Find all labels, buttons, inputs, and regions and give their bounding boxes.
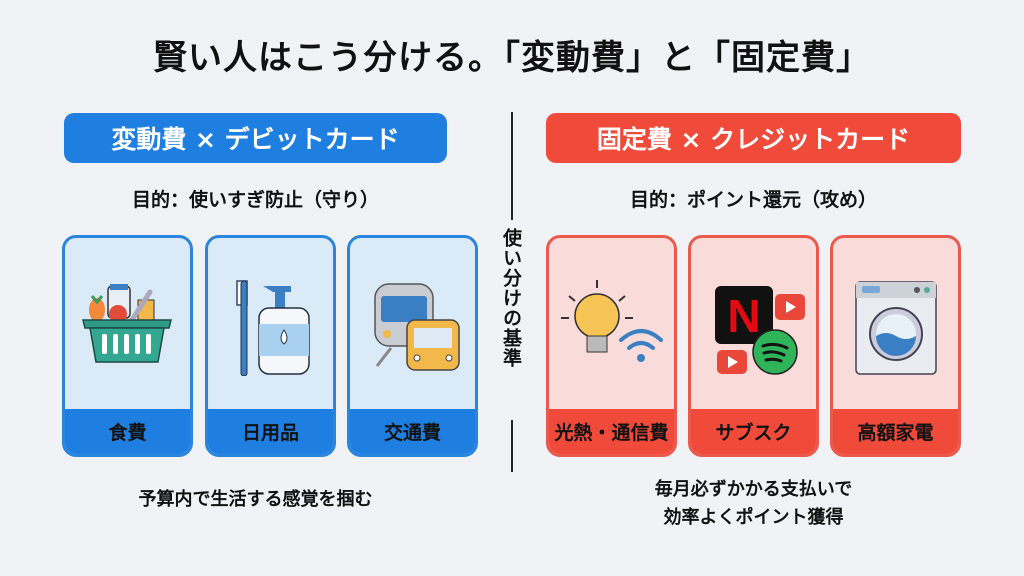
card-appliances: 高額家電 — [830, 235, 961, 457]
svg-text:N: N — [727, 290, 760, 342]
variable-cost-banner: 変動費 × デビットカード — [64, 113, 447, 163]
divider-line — [511, 420, 513, 472]
card-utilities: 光熱・通信費 — [546, 235, 677, 457]
right-note-line: 毎月必ずかかる支払いで — [654, 479, 853, 500]
right-note: 毎月必ずかかる支払いで 効率よくポイント獲得 — [546, 476, 961, 532]
card-label: サブスク — [691, 409, 816, 454]
card-label: 交通費 — [350, 409, 475, 454]
card-label: 日用品 — [208, 409, 333, 454]
card-label: 光熱・通信費 — [549, 409, 674, 454]
divider-label: 使い分けの基準 — [500, 228, 522, 368]
right-note-line: 効率よくポイント獲得 — [663, 507, 844, 528]
fixed-cost-banner: 固定費 × クレジットカード — [546, 113, 961, 163]
grocery-basket-icon — [65, 238, 190, 413]
subscription-apps-icon: N — [691, 238, 816, 413]
left-note: 予算内で生活する感覚を掴む — [138, 489, 373, 510]
card-label: 高額家電 — [833, 409, 958, 454]
lightbulb-wifi-icon — [549, 238, 674, 413]
train-bus-icon — [350, 238, 475, 413]
card-subscriptions: N サブスク — [688, 235, 819, 457]
card-food: 食費 — [62, 235, 193, 457]
card-transport: 交通費 — [347, 235, 478, 457]
right-purpose: 目的：ポイント還元（攻め） — [629, 189, 877, 211]
card-daily-goods: 日用品 — [205, 235, 336, 457]
toothbrush-soap-icon — [208, 238, 333, 413]
washing-machine-icon — [833, 238, 958, 413]
card-label: 食費 — [65, 409, 190, 454]
page-title: 賢い人はこう分ける。「変動費」と「固定費」 — [153, 38, 871, 78]
divider-line — [511, 112, 513, 220]
left-purpose: 目的：使いすぎ防止（守り） — [131, 189, 379, 211]
